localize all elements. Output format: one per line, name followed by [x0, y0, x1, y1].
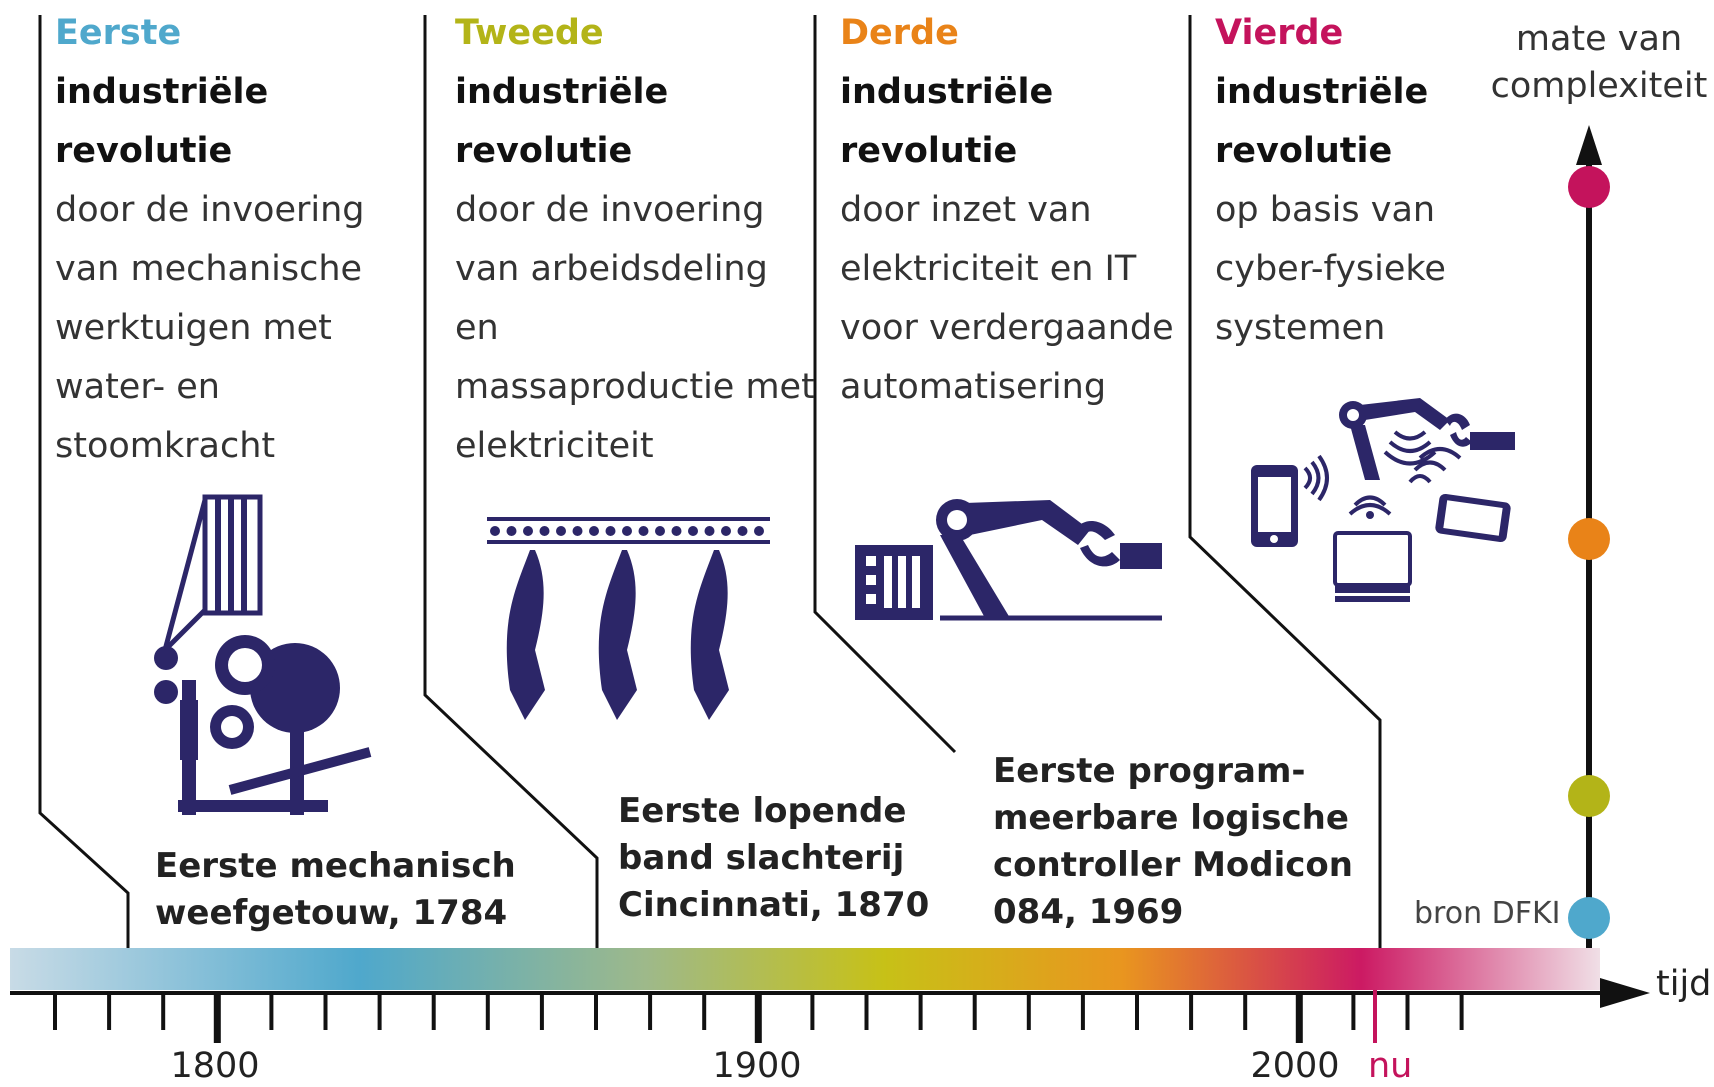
caption-second-revolution: Eerste lopende band slachterij Cincinnat… — [618, 788, 929, 929]
caption-line: weefgetouw, 1784 — [155, 893, 508, 933]
revolution-column-2: Tweede industriële revolutie door de inv… — [455, 4, 815, 476]
caption-line: 084, 1969 — [993, 892, 1184, 932]
conveyor-roller — [688, 526, 698, 536]
revolution-title-line1-3: industriële — [840, 72, 1054, 112]
caption-line: meerbare logische — [993, 798, 1349, 838]
caption-line: Eerste mechanisch — [155, 846, 516, 886]
loom-icon — [154, 494, 372, 815]
revolution-title-line2-4: revolutie — [1215, 131, 1393, 171]
revolution-ordinal-4: Vierde — [1215, 13, 1344, 53]
revolution-desc-line: stoomkracht — [55, 426, 276, 466]
time-axis-ticks — [53, 993, 1464, 1043]
complexity-axis-title-line: complexiteit — [1490, 66, 1708, 106]
caption-line: Eerste program- — [993, 751, 1306, 791]
complexity-level-2-dot — [1568, 775, 1610, 817]
revolution-desc-line: massaproductie met — [455, 367, 815, 407]
year-label-1800: 1800 — [170, 1046, 260, 1086]
era-boundary-line-3 — [813, 15, 957, 754]
conveyor-roller — [622, 526, 632, 536]
conveyor-roller — [605, 526, 616, 536]
conveyor-roller — [523, 526, 533, 536]
cyber-physical-icon — [1251, 398, 1515, 602]
revolution-desc-line: werktuigen met — [55, 308, 332, 348]
complexity-axis-arrow-icon — [1576, 125, 1602, 165]
now-label: nu — [1368, 1046, 1413, 1086]
revolution-desc-line: door de invoering — [55, 190, 365, 230]
year-label-2000: 2000 — [1250, 1046, 1340, 1086]
conveyor-roller — [572, 526, 583, 536]
caption-line: Eerste lopende — [618, 791, 907, 831]
revolution-title-line2-2: revolutie — [455, 131, 633, 171]
conveyor-roller — [539, 526, 550, 536]
complexity-axis-title: mate van complexiteit — [1484, 16, 1714, 110]
revolution-desc-line: van mechanische — [55, 249, 363, 289]
conveyor-roller — [638, 526, 649, 536]
revolution-desc-line: door de invoering — [455, 190, 765, 230]
robot-arm-icon — [855, 499, 1162, 621]
caption-line: Cincinnati, 1870 — [618, 885, 930, 925]
conveyor-roller — [737, 526, 748, 536]
caption-line: controller Modicon — [993, 845, 1353, 885]
conveyor-roller — [556, 526, 566, 536]
conveyor-roller — [506, 526, 517, 536]
source-credit: bron DFKI — [1414, 896, 1561, 931]
revolution-title-line2-1: revolutie — [55, 131, 233, 171]
era-boundary-line-4 — [1188, 15, 1382, 950]
revolution-desc-line: van arbeidsdeling en — [455, 249, 768, 348]
revolution-ordinal-1: Eerste — [55, 13, 182, 53]
revolution-desc-line: systemen — [1215, 308, 1386, 348]
conveyor-roller — [589, 526, 599, 536]
conveyor-roller — [754, 526, 764, 536]
revolution-desc-line: voor verdergaande — [840, 308, 1174, 348]
year-label-1900: 1900 — [712, 1046, 802, 1086]
revolution-title-line2-3: revolutie — [840, 131, 1018, 171]
complexity-level-1-dot — [1568, 897, 1610, 939]
time-axis-label: tijd — [1656, 964, 1712, 1004]
caption-third-revolution: Eerste program- meerbare logische contro… — [993, 748, 1353, 936]
era-boundary-line-2 — [423, 15, 599, 950]
revolution-column-4: Vierde industriële revolutie op basis va… — [1215, 4, 1485, 358]
conveyor-roller — [671, 526, 682, 536]
revolution-desc-line: water- en — [55, 367, 220, 407]
complexity-axis-title-line: mate van — [1515, 19, 1683, 59]
revolution-desc-line: automatisering — [840, 367, 1107, 407]
caption-line: band slachterij — [618, 838, 905, 878]
time-axis-arrow-icon — [1600, 978, 1650, 1008]
revolution-ordinal-3: Derde — [840, 13, 959, 53]
revolution-desc-line: elektriciteit en IT — [840, 249, 1137, 289]
caption-first-revolution: Eerste mechanisch weefgetouw, 1784 — [155, 843, 516, 937]
revolution-desc-line: door inzet van — [840, 190, 1092, 230]
conveyor-roller — [721, 526, 731, 536]
conveyor-roller — [490, 526, 500, 536]
complexity-level-3-dot — [1568, 518, 1610, 560]
revolution-title-line1-2: industriële — [455, 72, 669, 112]
conveyor-roller — [704, 526, 715, 536]
era-boundary-line-1 — [38, 15, 130, 950]
revolution-desc-line: op basis van — [1215, 190, 1436, 230]
revolution-desc-line: elektriciteit — [455, 426, 654, 466]
complexity-level-4-dot — [1568, 166, 1610, 208]
conveyor-roller — [655, 526, 665, 536]
conveyor-icon — [487, 517, 770, 720]
revolution-column-1: Eerste industriële revolutie door de inv… — [55, 4, 415, 476]
revolution-desc-line: cyber-fysieke — [1215, 249, 1446, 289]
time-gradient-band — [10, 948, 1600, 990]
revolution-title-line1-1: industriële — [55, 72, 269, 112]
revolution-title-line1-4: industriële — [1215, 72, 1429, 112]
revolution-ordinal-2: Tweede — [455, 13, 604, 53]
revolution-column-3: Derde industriële revolutie door inzet v… — [840, 4, 1200, 417]
